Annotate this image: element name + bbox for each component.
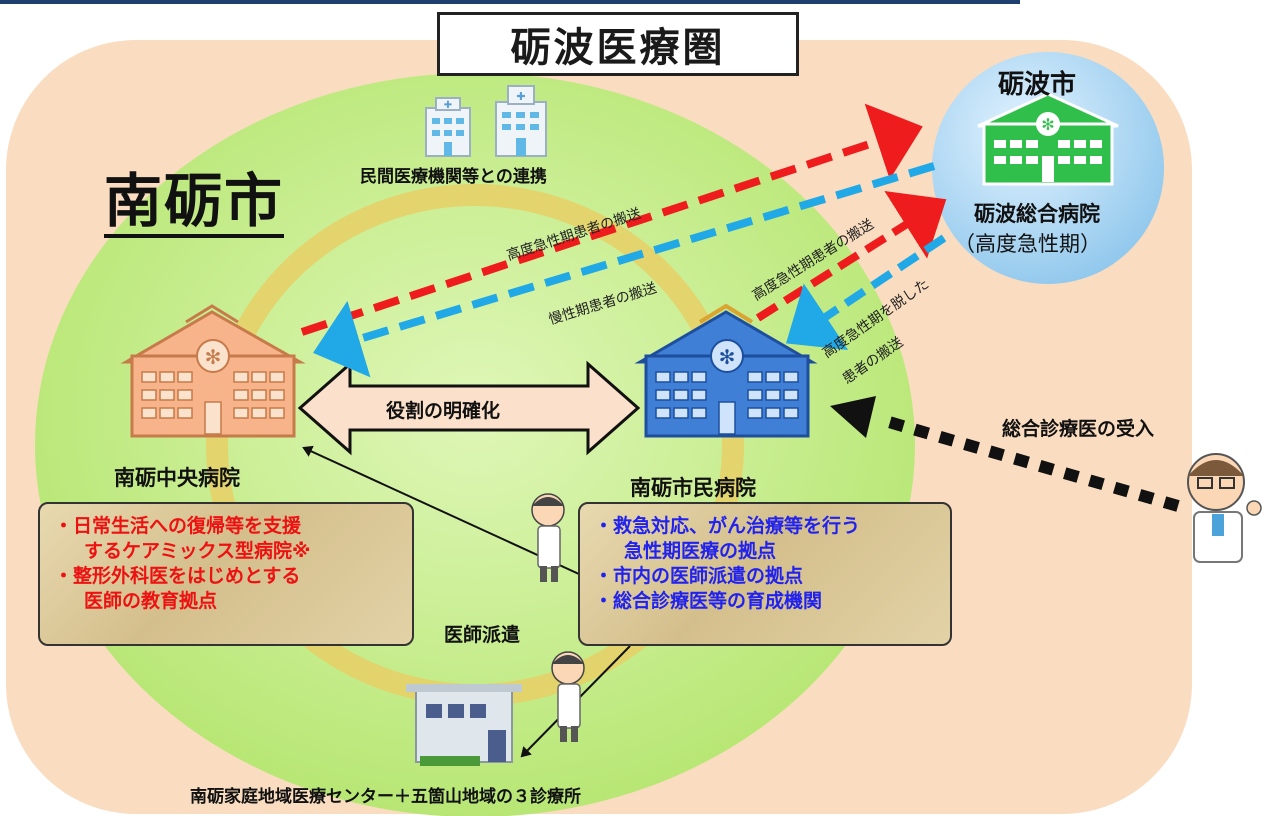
private-link-label: 民間医療機関等との連携 <box>360 167 547 187</box>
svg-text:✚: ✚ <box>516 90 525 103</box>
nanto-central-name: 南砺中央病院 <box>114 466 240 490</box>
tonami-hospital-type: （高度急性期） <box>954 232 1101 256</box>
clinic-building-icon <box>406 684 522 766</box>
tonami-city-label: 砺波市 <box>998 70 1077 100</box>
doctor-icon <box>531 493 565 582</box>
nanto-citizen-hospital-icon: ✻ <box>634 303 818 438</box>
citizen-role-line: ・総合診療医等の育成機関 <box>594 590 823 612</box>
general-doctor-accept-label: 総合診療医の受入 <box>1002 418 1155 440</box>
nanto-city-label: 南砺市 <box>104 168 285 238</box>
nanto-citizen-name: 南砺市民病院 <box>630 476 756 500</box>
clarify-roles-label: 役割の明確化 <box>386 400 501 422</box>
central-role-line: するケアミックス型病院※ <box>84 540 311 562</box>
central-role-line: ・整形外科医をはじめとする <box>54 565 301 587</box>
nanto-central-hospital-icon: ✻ <box>120 304 306 438</box>
doctor-dispatch-label: 医師派遣 <box>444 624 521 646</box>
general-doctor-icon <box>1187 453 1262 563</box>
arrow-general-doctor-head <box>830 396 876 438</box>
doctor-icon <box>551 651 585 742</box>
svg-text:✻: ✻ <box>719 345 736 369</box>
arrow-post-acute <box>786 234 947 350</box>
bottom-facilities-label: 南砺家庭地域医療センター＋五箇山地域の３診療所 <box>190 787 581 807</box>
region-title: 砺波医療圏 <box>510 25 726 71</box>
citizen-role-line: ・市内の医師派遣の拠点 <box>594 565 804 587</box>
citizen-role-line: 急性期医療の拠点 <box>624 540 777 562</box>
svg-text:✚: ✚ <box>444 100 452 111</box>
arrow-chronic <box>313 162 936 378</box>
tonami-hospital-icon: ✻ <box>977 92 1119 186</box>
nanto-central-roles-box: ・日常生活への復帰等を支援 するケアミックス型病院※ ・整形外科医をはじめとする… <box>38 502 414 646</box>
clarify-roles-arrow <box>297 360 641 456</box>
svg-text:✻: ✻ <box>205 345 222 369</box>
top-rule <box>0 0 1020 4</box>
central-role-line: 医師の教育拠点 <box>84 590 218 612</box>
nanto-citizen-roles-box: ・救急対応、がん治療等を行う 急性期医療の拠点 ・市内の医師派遣の拠点 ・総合診… <box>578 502 952 646</box>
central-role-line: ・日常生活への復帰等を支援 <box>54 515 302 537</box>
arrow-high-acute-central <box>300 103 923 336</box>
private-hospital-icon: ✚ <box>495 85 547 157</box>
citizen-role-line: ・救急対応、がん治療等を行う <box>594 515 861 537</box>
svg-text:✻: ✻ <box>1041 115 1054 134</box>
region-title-box: 砺波医療圏 <box>437 12 799 76</box>
private-hospital-icon: ✚ <box>425 97 471 157</box>
tonami-hospital-name: 砺波総合病院 <box>974 202 1100 226</box>
arrow-high-acute-citizen <box>755 190 947 322</box>
